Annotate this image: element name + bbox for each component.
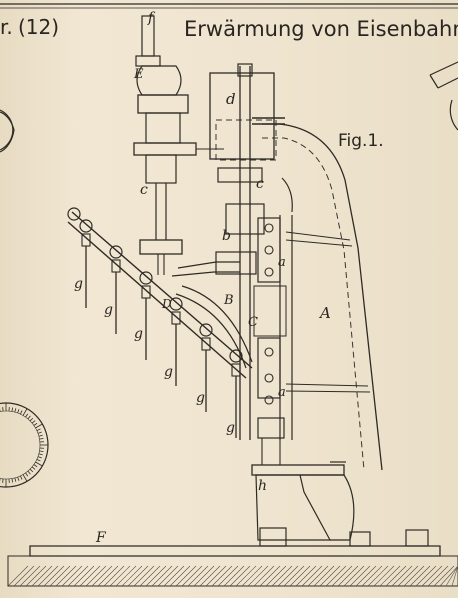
label-B: B: [223, 293, 234, 308]
label-g-1: g: [74, 276, 83, 292]
label-D: D: [161, 297, 172, 311]
link-arm-B: [171, 261, 253, 369]
needle-5: [199, 323, 213, 412]
left-circle-fragment: [0, 109, 14, 151]
label-F: F: [95, 530, 107, 546]
needle-6: [229, 349, 243, 438]
label-h: h: [258, 478, 267, 494]
figure-label: Fig.1.: [338, 131, 384, 151]
label-b: b: [222, 228, 231, 244]
right-arm-fragment: [429, 61, 458, 131]
needle-1: [79, 219, 93, 308]
needle-3: [139, 271, 153, 360]
label-C: C: [248, 315, 258, 330]
label-d: d: [226, 90, 236, 108]
needle-4: [169, 297, 183, 386]
dial-scale: [0, 402, 49, 488]
header-rules: [0, 3, 458, 9]
sheet-title: Erwärmung von Eisenbahn-V: [184, 17, 458, 41]
label-g-3: g: [134, 326, 143, 342]
label-c-upper: c: [140, 182, 148, 198]
label-g-2: g: [104, 302, 113, 318]
needle-2: [109, 245, 123, 334]
label-f: f: [147, 10, 156, 26]
label-g-4: g: [164, 364, 173, 380]
needle-bar-D: [67, 207, 253, 379]
label-E: E: [133, 67, 144, 82]
left-arc-fragment: [0, 111, 15, 153]
label-a-upper: a: [278, 255, 286, 270]
upper-assembly-E: [133, 15, 224, 275]
part-labels: f E d c c b a a A B C D h F g g g g g g: [74, 10, 331, 546]
upper-box-d: [209, 63, 285, 440]
label-g-6: g: [226, 420, 235, 436]
sheet-number-prefix: r.: [0, 15, 13, 39]
label-A: A: [318, 304, 331, 322]
label-a-lower: a: [278, 385, 286, 400]
press-frame-A: [262, 123, 383, 471]
sheet-number: (12): [18, 15, 59, 39]
label-g-5: g: [196, 390, 205, 406]
label-c-right: c: [256, 176, 264, 192]
base-plate: [7, 527, 458, 587]
rod-clamps: [215, 167, 287, 465]
needles-g: [79, 219, 243, 438]
